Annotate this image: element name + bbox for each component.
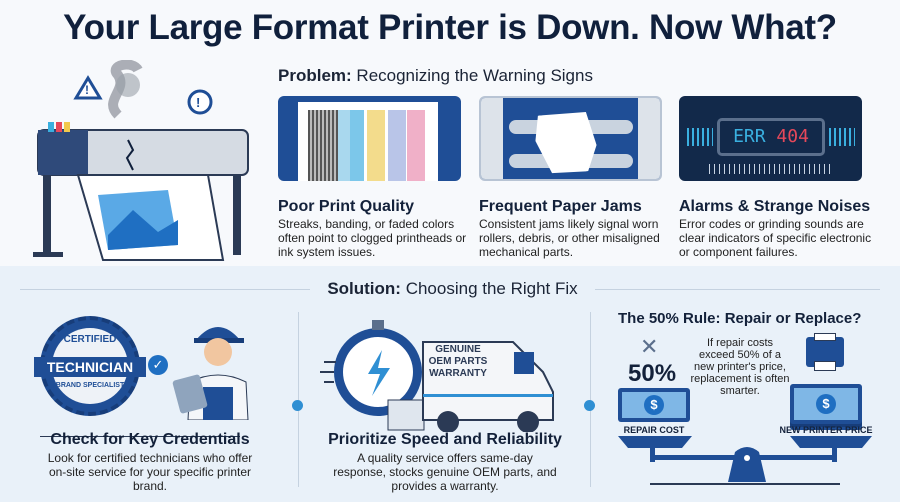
broken-printer-illustration: ! ! xyxy=(33,60,249,261)
warning-icon xyxy=(73,75,103,100)
card-text: A quality service offers same-day respon… xyxy=(333,451,557,493)
printer-icon xyxy=(806,333,844,371)
solution-heading: Solution: Choosing the Right Fix xyxy=(327,279,578,298)
problem-heading: Problem: Recognizing the Warning Signs xyxy=(278,66,593,85)
card-text: Consistent jams likely signal worn rolle… xyxy=(479,217,660,259)
divider xyxy=(20,289,310,290)
check-icon: ✓ xyxy=(148,355,168,375)
certified-badge: CERTIFIED TECHNICIAN BRAND SPECIALIST xyxy=(34,316,146,416)
divider xyxy=(590,312,591,487)
print-quality-image xyxy=(278,96,461,181)
paper-jam-image xyxy=(479,96,662,181)
page-title: Your Large Format Printer is Down. Now W… xyxy=(63,8,837,47)
error-alarm-image: ERR 404 xyxy=(679,96,862,181)
new-printer-price-label: NEW PRINTER PRICE xyxy=(779,425,873,435)
timeline-dot xyxy=(292,400,303,411)
repair-cost-money-icon: $ xyxy=(618,388,690,422)
card-title: Alarms & Strange Noises xyxy=(679,198,871,215)
divider xyxy=(595,289,880,290)
timeline-dot xyxy=(584,400,595,411)
tools-icon: ✕ xyxy=(640,334,659,359)
balance-scale-icon xyxy=(618,436,872,485)
stopwatch-van-illustration xyxy=(320,320,554,432)
percent-value: 50% xyxy=(628,360,677,387)
repair-cost-label: REPAIR COST xyxy=(623,425,685,435)
stopwatch-icon xyxy=(334,320,422,416)
svg-text:!: ! xyxy=(85,83,89,97)
rule-title: The 50% Rule: Repair or Replace? xyxy=(618,310,862,327)
card-title: Prioritize Speed and Reliability xyxy=(328,431,562,448)
divider xyxy=(40,436,240,437)
van-icon xyxy=(422,341,554,432)
rule-text: If repair costs exceed 50% of a new prin… xyxy=(690,337,790,397)
svg-text:!: ! xyxy=(196,95,200,110)
divider xyxy=(298,312,299,487)
sound-wave-icon xyxy=(687,128,713,146)
error-display: ERR 404 xyxy=(717,118,825,156)
technician-illustration xyxy=(172,327,249,420)
card-text: Error codes or grinding sounds are clear… xyxy=(679,217,872,259)
card-text: Look for certified technicians who offer… xyxy=(47,451,253,493)
card-title: Poor Print Quality xyxy=(278,198,415,215)
alert-icon xyxy=(187,89,213,115)
sound-wave-icon xyxy=(829,128,855,146)
card-text: Streaks, banding, or faded colors often … xyxy=(278,217,467,259)
card-title: Frequent Paper Jams xyxy=(479,198,642,215)
card-title: Check for Key Credentials xyxy=(50,431,250,448)
new-printer-money-icon: $ xyxy=(790,384,862,424)
